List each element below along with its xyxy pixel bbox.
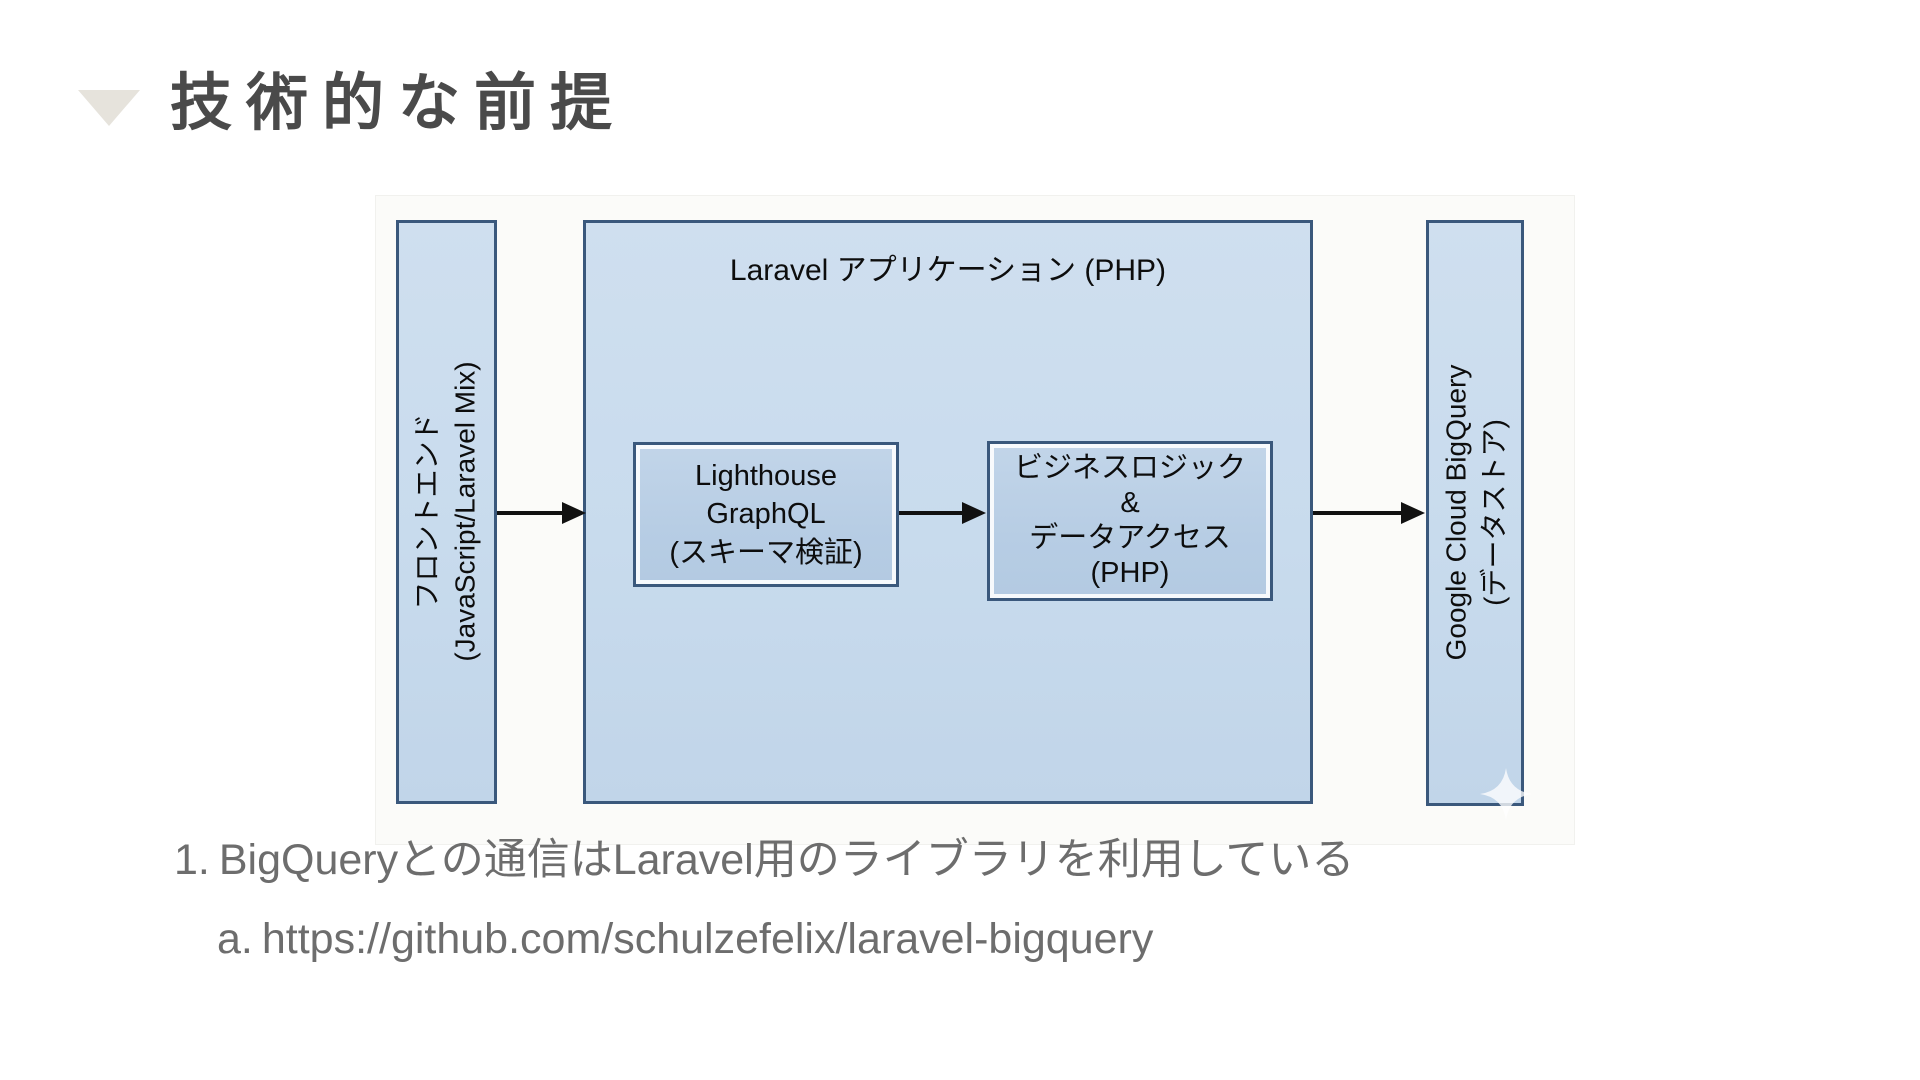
lighthouse-node-line1: Lighthouse GraphQL [695, 460, 837, 531]
bigquery-node-line2: (データストア) [1478, 419, 1510, 607]
frontend-node: フロントエンド (JavaScript/Laravel Mix) [396, 220, 497, 804]
business-node-line3: データアクセス [1029, 522, 1231, 554]
lighthouse-graphql-node: Lighthouse GraphQL (スキーマ検証) [633, 442, 899, 587]
sparkle-artifact-icon [1480, 768, 1532, 820]
note-item-1a: a.https://github.com/schulzefelix/larave… [217, 915, 1153, 964]
bigquery-node-line1: Google Cloud BigQuery [1440, 365, 1472, 661]
note-item-1a-letter: a. [217, 915, 253, 963]
note-item-1-text: BigQueryとの通信はLaravel用のライブラリを利用している [218, 836, 1355, 884]
business-node-line4: (PHP) [1090, 556, 1170, 589]
frontend-node-label: フロントエンド (JavaScript/Laravel Mix) [409, 362, 484, 662]
business-node-line1: ビジネスロジック [1013, 452, 1246, 485]
page-title: 技術的な前提 [170, 69, 627, 138]
frontend-node-line2: (JavaScript/Laravel Mix) [449, 361, 481, 663]
business-node-line2: & [1120, 487, 1140, 520]
arrow-lighthouse-to-business-icon [899, 511, 963, 515]
note-item-1-number: 1. [174, 836, 210, 884]
bigquery-node-label: Google Cloud BigQuery (データストア) [1437, 365, 1512, 661]
github-url[interactable]: https://github.com/schulzefelix/laravel-… [261, 915, 1154, 963]
architecture-diagram: フロントエンド (JavaScript/Laravel Mix) Laravel… [375, 195, 1575, 845]
bigquery-node: Google Cloud BigQuery (データストア) [1426, 220, 1524, 806]
note-item-1: 1.BigQueryとの通信はLaravel用のライブラリを利用している [174, 836, 1354, 885]
arrow-laravel-to-bigquery-icon [1313, 511, 1402, 515]
bullet-triangle-icon [78, 90, 140, 126]
arrow-frontend-to-laravel-icon [497, 511, 563, 515]
frontend-node-line1: フロントエンド [411, 414, 443, 611]
laravel-app-node: Laravel アプリケーション (PHP) Lighthouse GraphQ… [583, 220, 1313, 804]
laravel-app-title: Laravel アプリケーション (PHP) [729, 254, 1167, 287]
business-logic-node: ビジネスロジック & データアクセス (PHP) [987, 441, 1273, 601]
lighthouse-node-line2: (スキーマ検証) [669, 536, 863, 569]
